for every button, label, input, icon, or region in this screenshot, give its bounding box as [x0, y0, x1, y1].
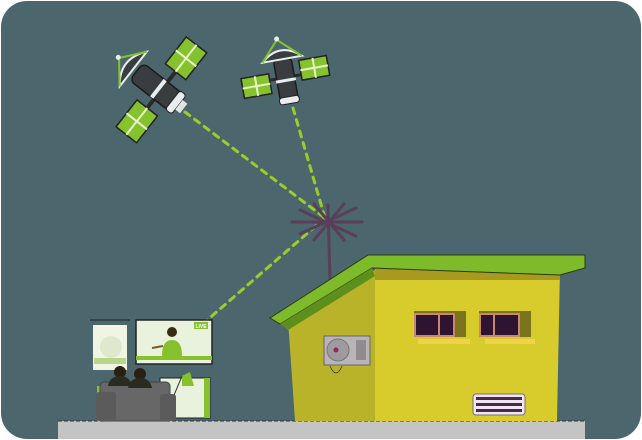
tv-screen: LIVE	[135, 319, 213, 365]
signal-beams	[183, 106, 327, 324]
signal-beam-right-satellite	[291, 106, 327, 220]
house-front-wall	[375, 268, 560, 421]
live-badge-label: LIVE	[195, 324, 207, 330]
window-right	[479, 311, 535, 344]
satellite-left	[115, 35, 208, 144]
house	[269, 254, 586, 421]
house-roof	[269, 254, 586, 325]
air-conditioner-unit	[323, 335, 371, 374]
signal-beam-to-tv	[203, 216, 327, 324]
signal-beam-left-satellite	[183, 110, 327, 220]
person-head	[114, 366, 126, 378]
viewers	[108, 366, 152, 388]
lamp-icon	[182, 372, 194, 386]
ground	[58, 421, 585, 439]
satellite-right	[240, 36, 331, 106]
live-badge	[194, 322, 208, 329]
wall-vent	[472, 393, 526, 416]
living-room: LIVE	[90, 319, 213, 422]
person-head	[134, 368, 146, 380]
window-left	[414, 311, 470, 344]
sofa	[96, 381, 176, 422]
antenna-icon	[290, 202, 364, 284]
